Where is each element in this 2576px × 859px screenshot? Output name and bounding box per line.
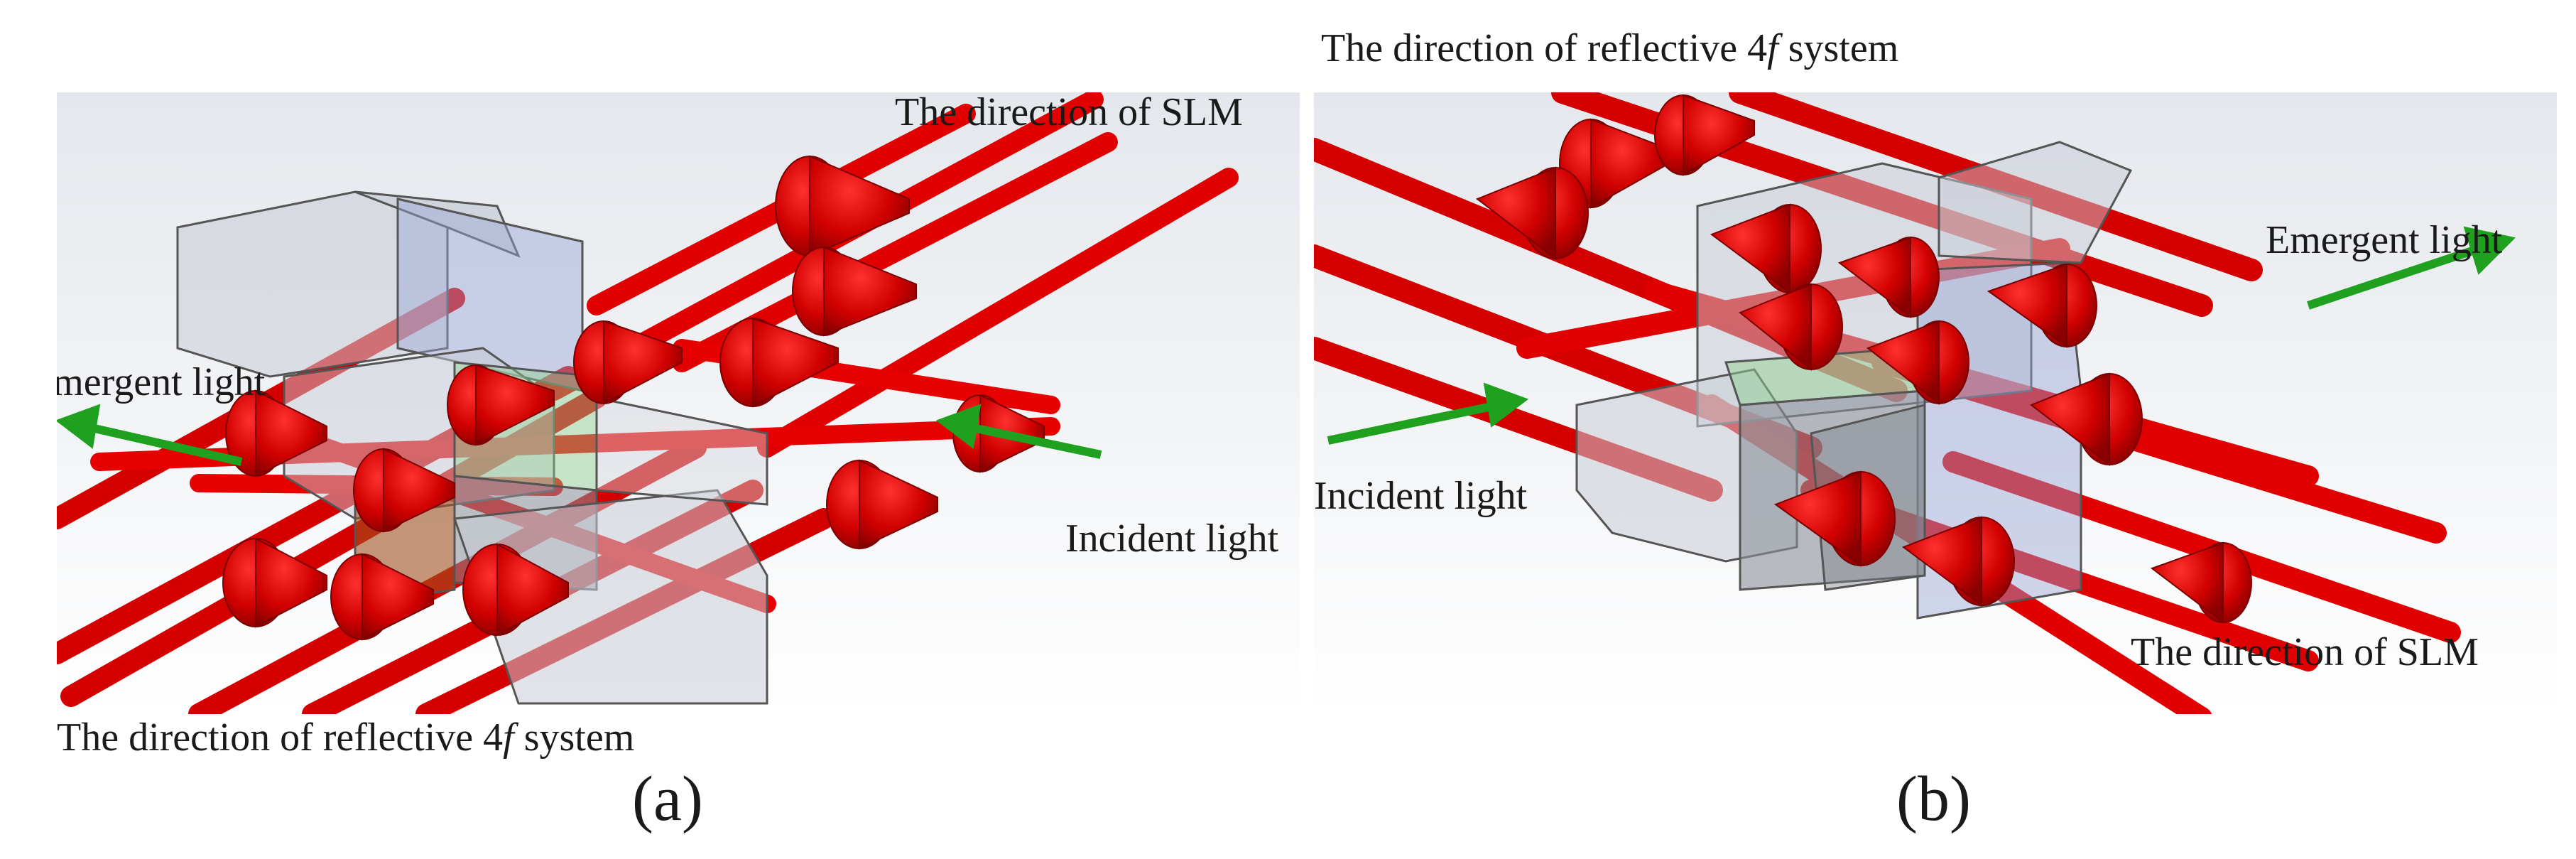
panel-b-render: Emergent light Incident light The direct… [1314, 92, 2557, 714]
green-arrows-b [1327, 226, 2516, 445]
green-arrows [57, 404, 1102, 466]
lens-cones [222, 155, 1045, 641]
label-incident-light-b: Incident light [1314, 474, 1528, 518]
panel-a-render: The direction of SLM Emergent light Inci… [57, 92, 1300, 714]
panel-b-3d-view [1314, 92, 2557, 714]
label-slm-direction: The direction of SLM [895, 92, 1243, 134]
label-slm-direction-b: The direction of SLM [2131, 630, 2479, 674]
panel-a-3d-view [57, 92, 1300, 714]
label-incident-light: Incident light [1065, 517, 1279, 561]
label-emergent-light: Emergent light [57, 360, 266, 404]
caption-b: (b) [1896, 764, 1971, 834]
label-emergent-light-b: Emergent light [2266, 218, 2503, 262]
label-4f-direction-b: The direction of reflective 4f system [1321, 26, 1899, 70]
label-4f-direction-a: The direction of reflective 4f system [57, 715, 635, 760]
caption-a: (a) [632, 764, 703, 834]
lens-cones-b [1475, 94, 2252, 625]
